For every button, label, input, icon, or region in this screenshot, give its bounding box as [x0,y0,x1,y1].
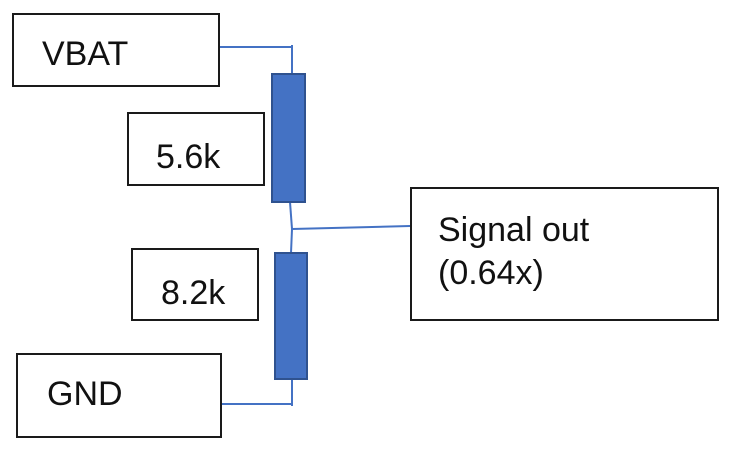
vbat-label: VBAT [42,35,129,73]
vbat-label-box: VBAT [12,13,220,87]
signal-wire [291,225,411,230]
resistor-upper [271,73,306,203]
lower-resistor-value: 8.2k [161,274,226,312]
midpoint-wire-upper [289,201,293,230]
midpoint-wire-lower [290,228,293,254]
signal-out-label: Signal out [438,211,590,249]
signal-ratio-label: (0.64x) [438,253,544,292]
signal-out-box: Signal out (0.64x) [410,187,719,321]
ground-label-box: GND [16,353,222,438]
resistor-lower [274,252,308,380]
lower-resistor-value-box: 8.2k [131,248,259,321]
upper-resistor-value: 5.6k [156,138,221,176]
upper-resistor-value-box: 5.6k [127,112,265,186]
ground-label: GND [47,375,123,413]
